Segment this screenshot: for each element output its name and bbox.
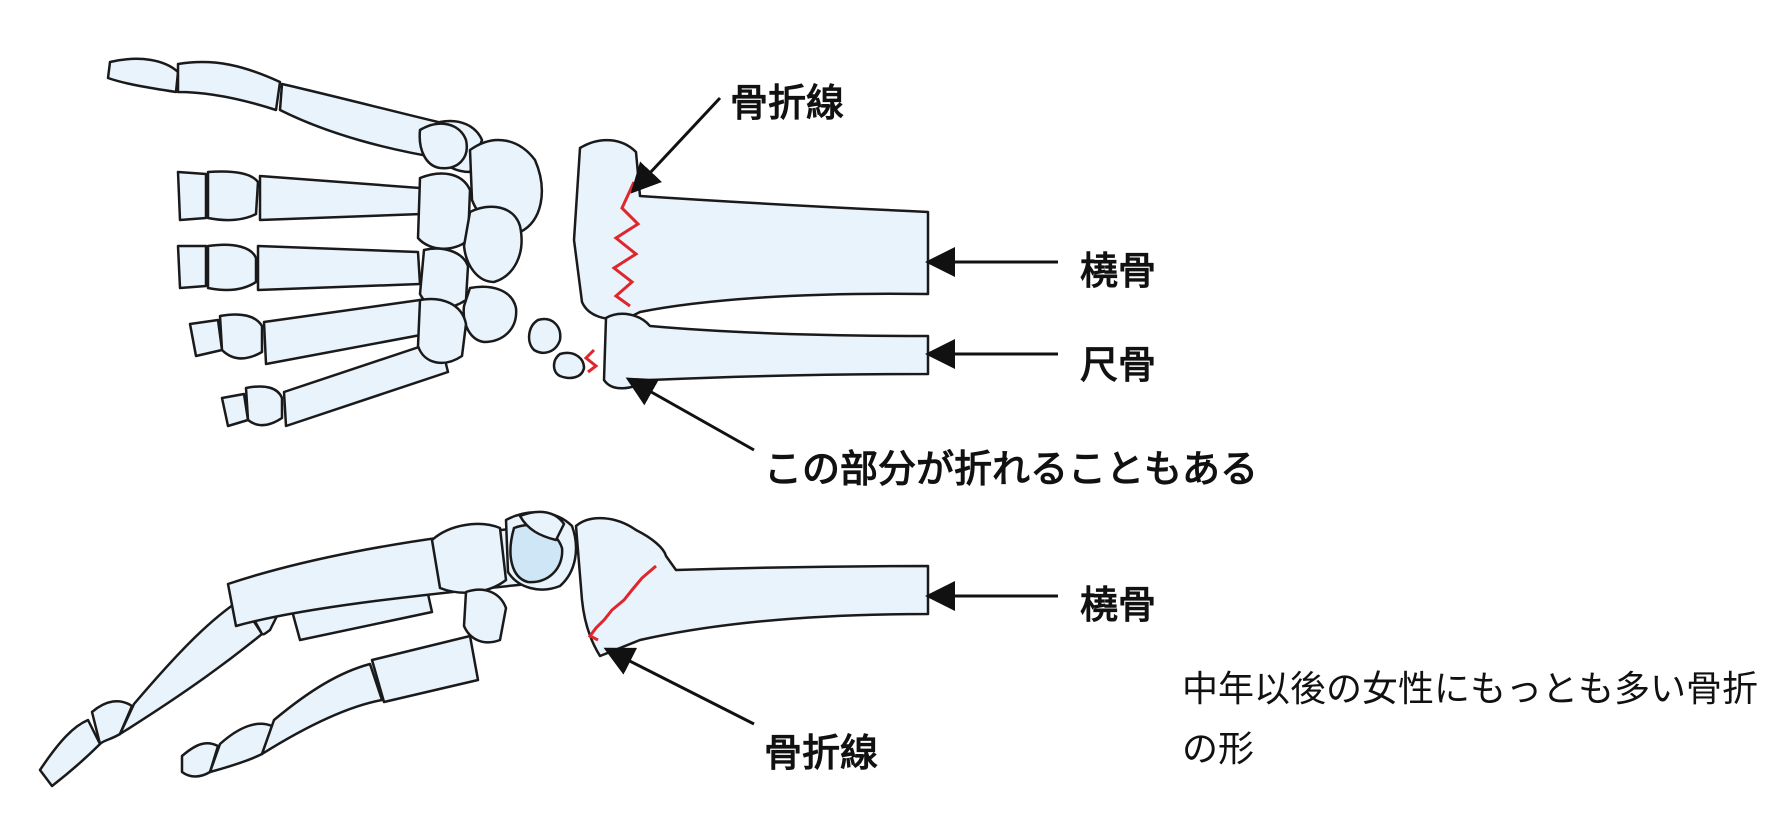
label-fracture-line-bottom: 骨折線	[764, 731, 879, 775]
arrow-ulna-note	[625, 377, 755, 452]
bottom-radius-bone	[574, 516, 930, 658]
bottom-radius-fracture-line	[587, 564, 657, 642]
top-radius-fracture-line	[611, 181, 641, 308]
top-fingers	[106, 57, 484, 428]
label-radius-bottom: 橈骨	[1080, 583, 1157, 627]
top-hand-view	[106, 57, 1058, 452]
arrow-fracture-line-top	[630, 96, 722, 194]
label-ulna-note: この部分が折れることもある	[764, 447, 1259, 491]
label-fracture-line-top: 骨折線	[730, 81, 845, 125]
bottom-carpals	[430, 510, 578, 644]
arrow-fracture-line-bottom	[603, 647, 755, 726]
top-carpals	[416, 122, 586, 380]
top-ulna-fracture-line	[583, 348, 599, 374]
bottom-hand-view	[38, 510, 1058, 788]
caption-note: 中年以後の女性にもっとも多い骨折の形	[1182, 669, 1759, 770]
label-radius-top: 橈骨	[1080, 249, 1157, 293]
top-ulna-bone	[602, 312, 930, 390]
label-ulna: 尺骨	[1080, 343, 1157, 387]
